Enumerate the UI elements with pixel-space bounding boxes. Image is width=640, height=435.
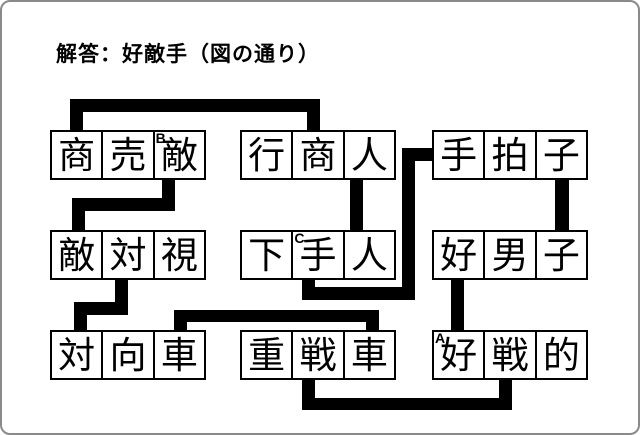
cell-marker-B: B [155, 130, 166, 146]
kanji-cell: 対 [58, 334, 96, 376]
connector-segment-手拍子:手-下手人:手 [302, 287, 415, 300]
answer-title: 解答：好敵手（図の通り） [56, 43, 320, 66]
connector-segment-敵対視:対-対向車:対 [74, 302, 87, 332]
kanji-cell: 人 [342, 132, 394, 178]
kanji-cell: 商 [291, 132, 342, 178]
connector-segment-敵対視:対-対向車:対 [74, 302, 128, 315]
kanji-cell: 視 [152, 232, 204, 278]
kanji-cell: 敵 [58, 234, 96, 276]
connector-segment-重戦車:戦-好戦的:戦 [499, 378, 512, 410]
connector-segment-商売敵:商-行商人:商 [307, 99, 320, 132]
word-box-r1c3: 手拍子 [432, 130, 588, 180]
connector-segment-手拍子:手-下手人:手 [402, 148, 415, 300]
kanji-cell: 好 [440, 234, 478, 276]
kanji-cell: 子 [534, 232, 586, 278]
kanji-cell: 男 [483, 232, 534, 278]
kanji-cell: 重 [248, 334, 286, 376]
kanji-cell: 戦 [483, 332, 534, 378]
kanji-cell: 向 [101, 332, 152, 378]
kanji-cell: 手 [440, 134, 478, 176]
connector-segment-商売敵:敵-敵対視:敵 [72, 198, 175, 211]
connector-segment-商売敵:商-行商人:商 [70, 99, 320, 112]
cell-marker-A: A [435, 330, 446, 346]
connector-segment-商売敵:敵-敵対視:敵 [72, 198, 85, 232]
connector-segment-対向車:車-重戦車:車 [174, 310, 379, 322]
kanji-cell: 子 [534, 132, 586, 178]
word-box-r2c1: 敵対視 [50, 230, 206, 280]
kanji-cell: 戦 [291, 332, 342, 378]
word-box-r2c3: 好男子 [432, 230, 588, 280]
connector-segment-行商人:人-下手人:人 [350, 178, 363, 232]
connector-segment-対向車:車-重戦車:車 [366, 310, 379, 332]
kanji-cell: 対 [101, 232, 152, 278]
connector-segment-手拍子:手-下手人:手 [415, 148, 434, 161]
cell-marker-C: C [294, 230, 305, 246]
connector-segment-手拍子:子-好男子:子 [555, 178, 569, 232]
word-box-r3c1: 対向車 [50, 330, 206, 380]
kanji-cell: 車 [152, 332, 204, 378]
word-box-r3c2: 重戦車 [240, 330, 396, 380]
kanji-cell: 商 [58, 134, 96, 176]
connector-segment-手拍子:手-下手人:手 [302, 278, 315, 300]
kanji-cell: 行 [248, 134, 286, 176]
connector-segment-好男子:好-好戦的:好 [451, 278, 464, 332]
kanji-cell: 車 [342, 332, 394, 378]
kanji-cell: 拍 [483, 132, 534, 178]
kanji-cell: 売 [101, 132, 152, 178]
word-box-r1c2: 行商人 [240, 130, 396, 180]
kanji-cell: 人 [342, 232, 394, 278]
kanji-cell: 的 [534, 332, 586, 378]
connector-segment-重戦車:戦-好戦的:戦 [302, 398, 512, 410]
kanji-cell: 下 [248, 234, 286, 276]
